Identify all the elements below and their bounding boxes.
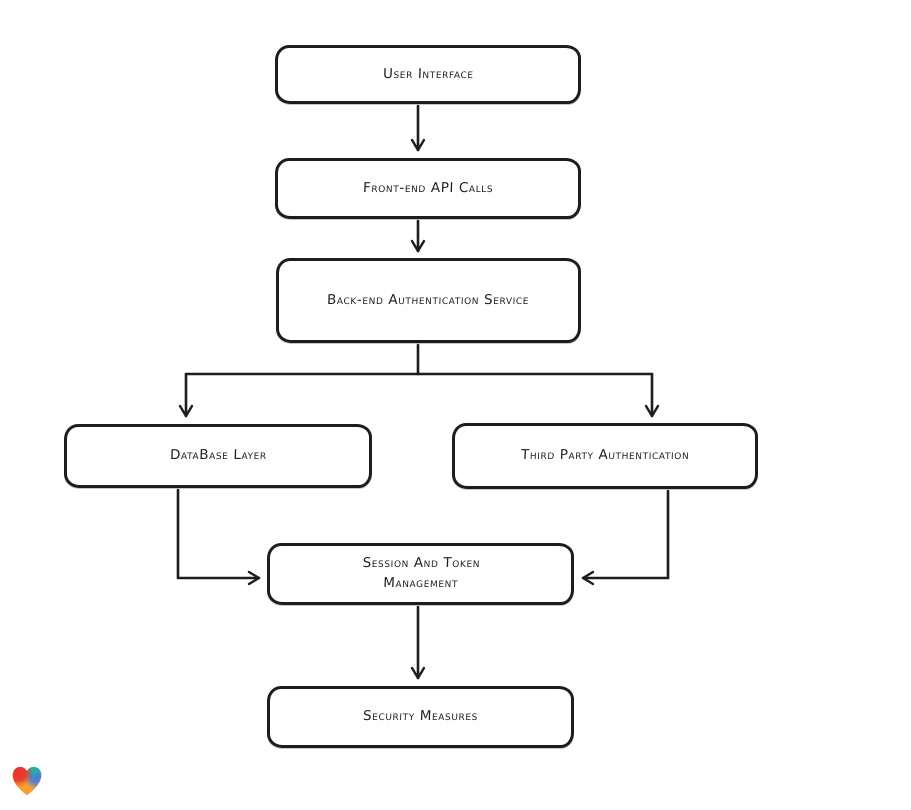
node-security-measures[interactable]: Security Measures: [267, 686, 574, 748]
node-label: Session And Token Management: [361, 555, 480, 591]
node-database-layer[interactable]: DataBase Layer: [64, 424, 372, 488]
node-back-end-authentication-service[interactable]: Back-end Authentication Service: [276, 258, 581, 343]
heart-logo-icon[interactable]: [8, 762, 46, 799]
node-label: Third Party Authentication: [520, 447, 690, 464]
node-third-party-authentication[interactable]: Third Party Authentication: [452, 423, 758, 489]
node-label: User Interface: [382, 65, 474, 82]
node-user-interface[interactable]: User Interface: [275, 45, 581, 104]
node-label: Back-end Authentication Service: [327, 291, 530, 308]
edge-third-party-to-session: [581, 489, 670, 586]
node-session-and-token-management[interactable]: Session And Token Management: [267, 543, 574, 605]
node-label: Front-end API Calls: [362, 179, 494, 196]
edge-database-to-session: [176, 488, 261, 586]
node-front-end-api-calls[interactable]: Front-end API Calls: [275, 158, 581, 219]
node-label: DataBase Layer: [169, 447, 267, 464]
node-label: Security Measures: [362, 708, 479, 725]
